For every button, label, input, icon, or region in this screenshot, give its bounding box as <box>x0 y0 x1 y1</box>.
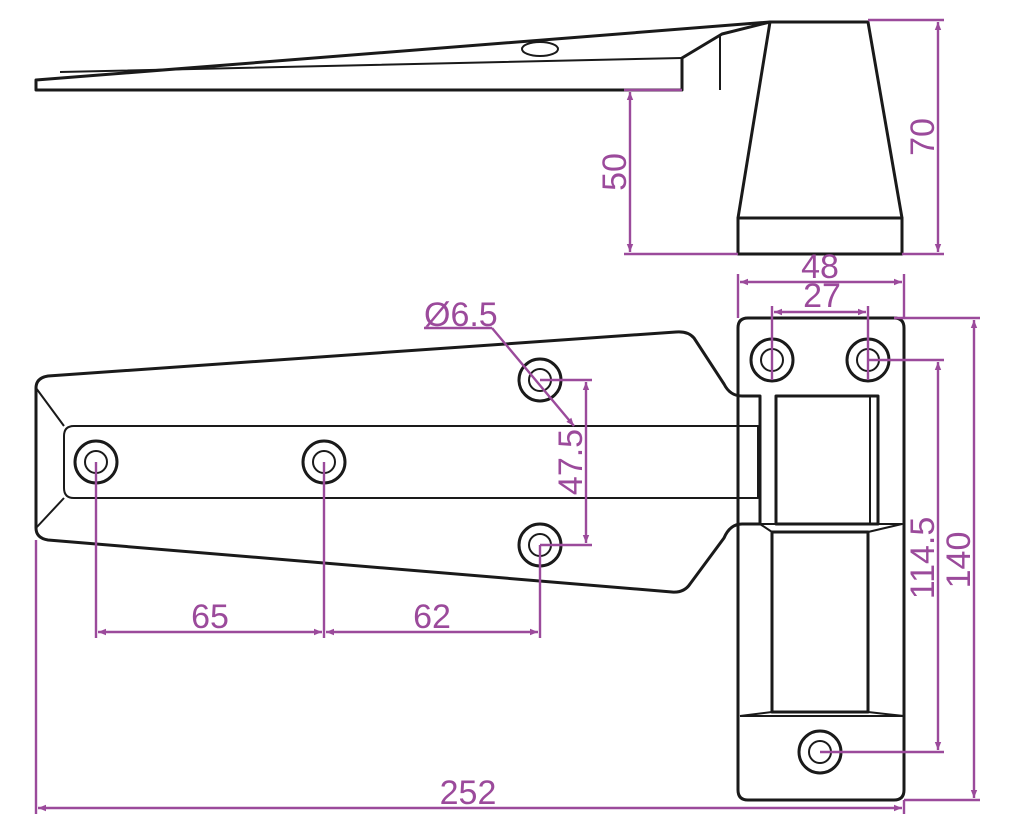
dim-47-5: 47.5 <box>540 378 592 547</box>
dim-65-label: 65 <box>191 598 229 636</box>
dim-65-62: 65 62 <box>94 462 542 638</box>
side-view-arm-inner <box>59 34 721 90</box>
front-view-rib <box>63 425 759 499</box>
dim-48-label: 48 <box>801 248 839 286</box>
dim-62-label: 62 <box>413 598 451 636</box>
dim-252: 252 <box>34 540 906 814</box>
side-view <box>34 20 904 256</box>
dim-27: 27 <box>770 277 870 380</box>
dim-252-label: 252 <box>440 774 497 812</box>
dim-dia-label: Ø6.5 <box>424 296 498 334</box>
dim-50-label: 50 <box>596 153 634 191</box>
dim-50: 50 <box>596 88 738 256</box>
front-view-barrel <box>770 530 870 714</box>
side-view-arm <box>34 20 772 92</box>
side-view-body <box>736 20 904 220</box>
dim-dia: Ø6.5 <box>424 296 575 427</box>
dim-114-5: 114.5 <box>820 358 944 754</box>
dimensions: 70 50 48 27 Ø6.5 <box>34 18 980 814</box>
side-view-hole <box>521 41 559 57</box>
front-view-rib-bevel <box>35 387 65 529</box>
dim-70-label: 70 <box>904 118 942 156</box>
front-view-barrel-bevels <box>739 523 905 717</box>
front-view <box>34 316 906 802</box>
front-view-knuckle <box>774 394 880 526</box>
dim-114-5-label: 114.5 <box>904 517 942 600</box>
front-view-holes <box>73 337 891 775</box>
dim-48: 48 <box>736 248 906 318</box>
dim-70: 70 <box>868 18 944 256</box>
front-view-mount-plate <box>736 316 906 802</box>
dim-140-label: 140 <box>940 532 978 589</box>
dim-47-5-label: 47.5 <box>552 429 590 495</box>
front-view-arm-outline <box>34 330 762 594</box>
dim-140: 140 <box>894 316 980 802</box>
dim-27-label: 27 <box>803 277 841 315</box>
